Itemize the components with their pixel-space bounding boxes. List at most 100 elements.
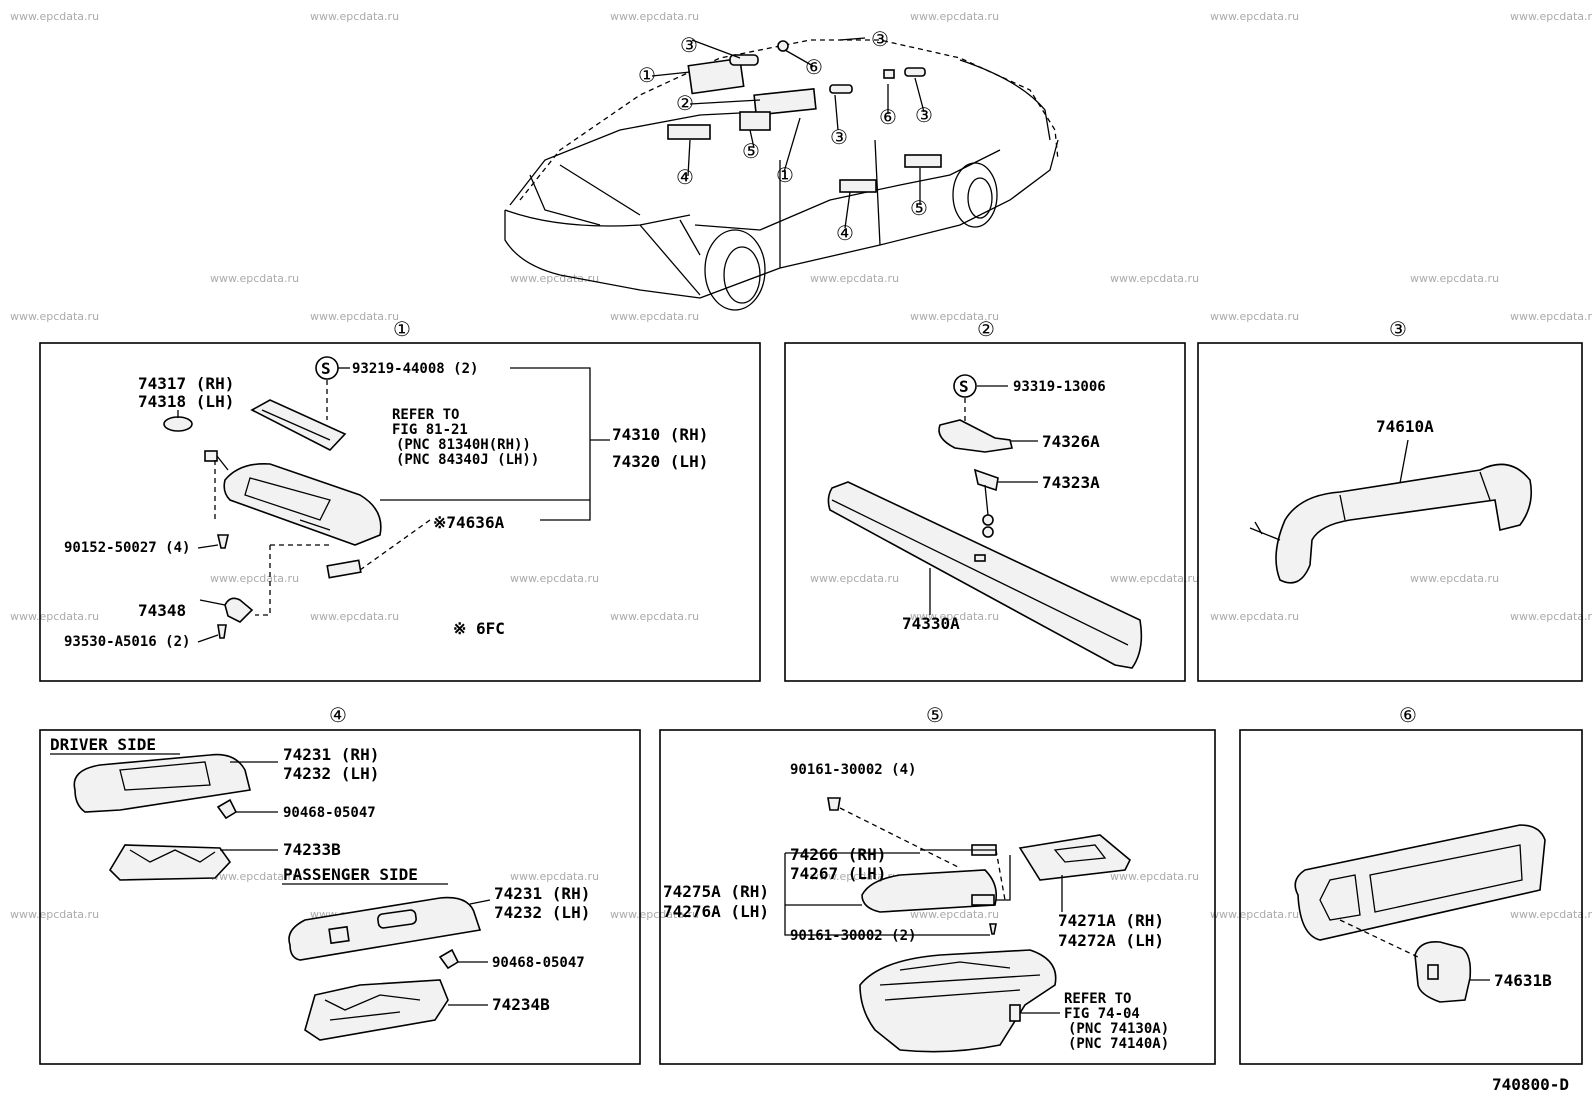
watermark: www.epcdata.ru — [510, 272, 599, 285]
watermark: www.epcdata.ru — [1110, 572, 1199, 585]
screw-90161 — [827, 797, 841, 811]
section-1-frame — [39, 342, 761, 682]
overview-marker-2: ② — [676, 91, 694, 115]
part-label-74272a: 74272A (LH) — [1058, 931, 1164, 950]
passenger-trim-opening — [377, 909, 417, 929]
sun-visor-detail — [244, 477, 331, 531]
console-door-opening — [1053, 844, 1107, 863]
part-label-74271a: 74271A (RH) — [1058, 911, 1164, 930]
section-5-marker: ⑤ — [926, 703, 944, 727]
section-2-visor-rod: ② S 93319-13006 74326A 74323A 74330A — [784, 317, 1186, 682]
watermark: www.epcdata.ru — [810, 870, 899, 883]
leader-line — [929, 385, 1038, 615]
watermark: www.epcdata.ru — [1110, 870, 1199, 883]
visor-clip-74636a — [326, 559, 362, 579]
section-6-lamp: ⑥ 74631B — [1239, 703, 1583, 1065]
leader-dashed — [214, 460, 431, 616]
watermark: www.epcdata.ru — [10, 10, 99, 23]
refer-line-3: (PNC 74130A) — [1068, 1021, 1169, 1037]
part-label-90161-2: 90161-30002 (2) — [790, 928, 916, 944]
watermark: www.epcdata.ru — [910, 610, 999, 623]
part-label-74231-passenger: 74231 (RH) — [494, 884, 590, 903]
section-2-marker: ② — [977, 317, 995, 341]
watermark: www.epcdata.ru — [910, 908, 999, 921]
watermark: www.epcdata.ru — [1410, 272, 1499, 285]
service-symbol-icon — [953, 374, 977, 398]
watermark: www.epcdata.ru — [910, 10, 999, 23]
overview-marker-1: ① — [638, 63, 656, 87]
watermark: www.epcdata.ru — [10, 908, 99, 921]
overview-marker-5: ⑤ — [742, 139, 760, 163]
watermark: www.epcdata.ru — [1510, 10, 1592, 23]
section-6-frame — [1239, 729, 1583, 1065]
refer-line-4: (PNC 74140A) — [1068, 1036, 1169, 1052]
lamp-unit-74631b — [1414, 940, 1472, 1003]
watermark: www.epcdata.ru — [10, 610, 99, 623]
assist-grip-74610a — [1275, 463, 1533, 584]
pin-shaft — [984, 484, 989, 516]
watermark: www.epcdata.ru — [810, 272, 899, 285]
console-box-connector — [1009, 1004, 1021, 1022]
part-label-74233b: 74233B — [283, 840, 341, 859]
visor-small-part — [687, 57, 745, 95]
watermark: www.epcdata.ru — [1510, 310, 1592, 323]
grip-small-part — [904, 67, 926, 77]
section-4-marker: ④ — [329, 703, 347, 727]
console-box-detail — [879, 961, 1041, 1001]
visor-small-part — [753, 88, 817, 116]
watermark: www.epcdata.ru — [510, 572, 599, 585]
part-label-74267: 74267 (LH) — [790, 864, 886, 883]
watermark: www.epcdata.ru — [610, 610, 699, 623]
part-label-74266: 74266 (RH) — [790, 845, 886, 864]
part-label-74232-passenger: 74232 (LH) — [494, 903, 590, 922]
overview-marker-6: ⑥ — [879, 105, 897, 129]
passenger-side-heading: PASSENGER SIDE — [283, 865, 418, 884]
watermark: www.epcdata.ru — [1210, 908, 1299, 921]
console-lid-74275a — [861, 869, 998, 913]
visor-wire — [216, 455, 229, 471]
footnote-6fc: ※ 6FC — [453, 619, 505, 638]
car-door-edges — [779, 139, 881, 268]
rear-wheel — [952, 162, 998, 228]
visor-connector — [204, 450, 218, 462]
pin-ball — [982, 526, 994, 538]
console-box-body — [859, 949, 1057, 1053]
leader-line — [220, 761, 491, 1006]
car-leader-lines — [651, 37, 925, 229]
watermark-layer: www.epcdata.ru www.epcdata.ru www.epcdat… — [10, 10, 1592, 921]
watermark: www.epcdata.ru — [210, 272, 299, 285]
screw-90152 — [216, 534, 230, 549]
visor-rod-slot — [974, 554, 986, 562]
rear-wheel-hub — [967, 177, 993, 219]
part-label-74636a: ※74636A — [433, 513, 505, 532]
watermark: www.epcdata.ru — [10, 310, 99, 323]
section-2-frame — [784, 342, 1186, 682]
screw-90161-small — [989, 923, 997, 935]
leader-line — [177, 410, 226, 643]
grip-small-part — [829, 84, 853, 94]
section-5-console: ⑤ 90161-30002 (4) 74266 (RH) 74267 (LH) … — [659, 703, 1216, 1065]
part-label-90468: 90468-05047 — [283, 805, 376, 821]
pin-74323a — [973, 468, 999, 492]
watermark: www.epcdata.ru — [1410, 572, 1499, 585]
part-label-93219: 93219-44008 (2) — [352, 361, 478, 377]
watermark: www.epcdata.ru — [510, 870, 599, 883]
part-label-74610a: 74610A — [1376, 417, 1434, 436]
section-6-marker: ⑥ — [1399, 703, 1417, 727]
part-label-74232: 74232 (LH) — [283, 764, 379, 783]
visor-rod-edge — [831, 499, 1129, 646]
section-3-marker: ③ — [1389, 317, 1407, 341]
section-3-assist-grip: ③ 74610A — [1197, 317, 1583, 682]
screw-93530 — [217, 624, 227, 639]
driver-trim-opening — [119, 761, 211, 791]
part-label-74326a: 74326A — [1042, 432, 1100, 451]
console-door-74271a — [1018, 834, 1131, 881]
overview-marker-1: ① — [776, 163, 794, 187]
bracket-small-part — [777, 40, 789, 52]
part-label-90161-4: 90161-30002 (4) — [790, 762, 916, 778]
section-4-armrest: ④ DRIVER SIDE PASSENGER SIDE 74231 (RH) … — [39, 703, 641, 1065]
passenger-trim-panel — [288, 896, 482, 961]
section-4-frame — [39, 729, 641, 1065]
car-overview: ③ ① ② ③ ⑥ ⑤ ④ ① ③ ⑥ ③ ④ ⑤ — [504, 27, 1059, 311]
